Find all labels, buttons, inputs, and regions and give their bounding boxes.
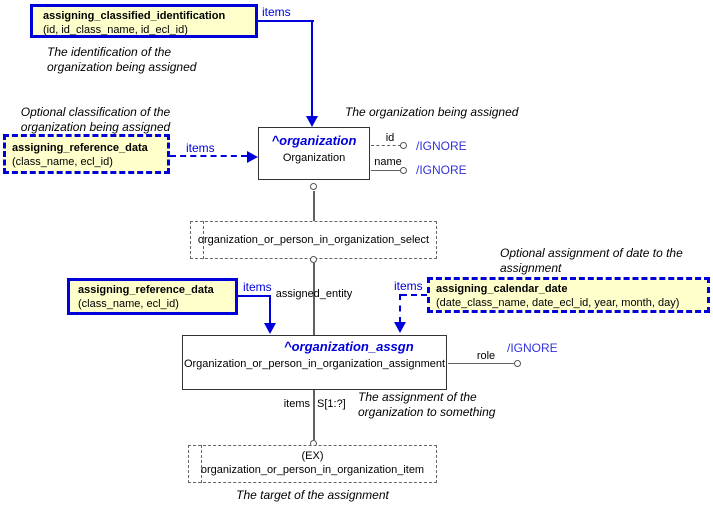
role-terminal-circle [514, 360, 521, 367]
items-set-label: items [283, 398, 310, 410]
items-line-classified-h [258, 20, 314, 22]
items-label-reference-role: items [243, 280, 272, 294]
assigning-reference-data-classification-box: assigning_reference_data (class_name, ec… [3, 134, 170, 174]
arrowhead-into-assgn-left [264, 323, 276, 334]
role-attribute-line [448, 363, 514, 364]
annotation-being-assigned: The organization being assigned [345, 105, 519, 119]
annotation-target: The target of the assignment [236, 488, 389, 502]
id-terminal-circle [400, 142, 407, 149]
box-attributes: (id, id_class_name, id_ecl_id) [43, 24, 188, 36]
entity-name: Organization_or_person_in_organization_a… [183, 358, 446, 370]
items-line-classified-v [311, 20, 313, 117]
items-line-reference-classification [170, 155, 247, 157]
items-label-calendar-date: items [394, 279, 423, 293]
items-line-calendar-h [401, 294, 427, 296]
box-attributes: (class_name, ecl_id) [12, 156, 113, 168]
items-label-reference-classification: items [186, 141, 215, 155]
arrowhead-into-organization-left [247, 151, 258, 163]
organization-item-box: (EX) organization_or_person_in_organizat… [188, 445, 437, 483]
select-box-name: organization_or_person_in_organization_s… [197, 234, 430, 246]
items-line-reference-role-v [269, 295, 271, 324]
organization-select-box: organization_or_person_in_organization_s… [190, 221, 437, 259]
items-label-classified-identification: items [262, 5, 291, 19]
assigning-calendar-date-box: assigning_calendar_date (date_class_name… [427, 277, 710, 313]
assigning-reference-data-role-box: assigning_reference_data (class_name, ec… [67, 278, 238, 315]
items-cardinality-label: S[1:?] [317, 398, 346, 410]
name-attribute-label: name [374, 156, 402, 168]
name-attribute-line [371, 170, 401, 171]
assigning-classified-identification-box: assigning_classified_identification (id,… [30, 4, 258, 38]
role-attribute-label: role [476, 350, 496, 362]
select-box-inner-rule [203, 221, 204, 259]
entity-title: ^organization_assgn [284, 339, 414, 354]
annotation-identification: The identification of the organization b… [47, 45, 197, 74]
annotation-assignment: The assignment of the organization to so… [358, 390, 496, 419]
assigned-entity-label: assigned_entity [275, 288, 353, 300]
entity-name: Organization [282, 152, 346, 164]
arrowhead-into-organization-top [306, 116, 318, 127]
item-box-name: organization_or_person_in_organization_i… [200, 464, 425, 476]
box-attributes: (class_name, ecl_id) [78, 298, 179, 310]
ignore-label-role: /IGNORE [507, 341, 558, 355]
box-title: assigning_reference_data [78, 284, 214, 296]
items-line-calendar-v [399, 294, 401, 323]
ignore-label-id: /IGNORE [416, 139, 467, 153]
items-set-line [313, 390, 315, 440]
box-title: assigning_reference_data [12, 142, 148, 154]
id-attribute-line [371, 145, 401, 146]
select-assigned-entity-circle [310, 256, 317, 263]
org-to-select-line [313, 191, 315, 221]
box-title: assigning_calendar_date [436, 283, 568, 295]
arrowhead-into-assgn-right [394, 322, 406, 333]
items-line-reference-role-h [238, 295, 271, 297]
org-select-terminal-circle [310, 183, 317, 190]
box-title: assigning_classified_identification [43, 10, 226, 22]
organization-entity-box: ^organization Organization [258, 127, 370, 180]
name-terminal-circle [400, 167, 407, 174]
id-attribute-label: id [385, 132, 395, 144]
annotation-optional-classification: Optional classification of the organizat… [20, 105, 171, 134]
box-attributes: (date_class_name, date_ecl_id, year, mon… [436, 297, 680, 309]
assigned-entity-line [313, 263, 315, 335]
organization-assgn-entity-box: ^organization_assgn Organization_or_pers… [182, 335, 447, 390]
item-box-prefix: (EX) [301, 450, 324, 462]
item-box-inner-rule [201, 445, 202, 483]
annotation-optional-date: Optional assignment of date to the assig… [500, 246, 683, 275]
ignore-label-name: /IGNORE [416, 163, 467, 177]
entity-title: ^organization [271, 133, 357, 148]
